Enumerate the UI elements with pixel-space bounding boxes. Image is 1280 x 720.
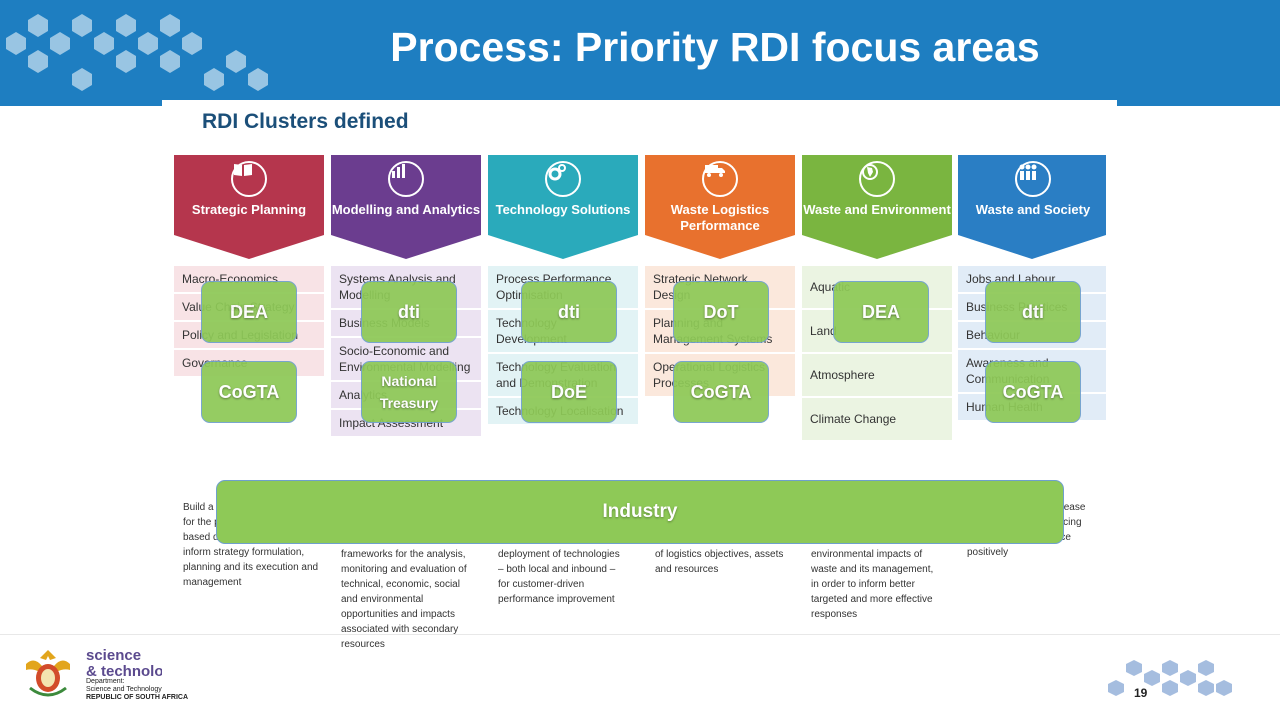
badge-doe: DoE	[521, 361, 617, 423]
cluster-description: deployment of technologies – both local …	[498, 549, 620, 605]
cluster-description: of logistics objectives, assets and reso…	[655, 549, 784, 575]
cluster-name: Modelling and Analytics	[331, 202, 481, 217]
industry-banner: Industry	[216, 480, 1064, 544]
coat-of-arms-logo	[26, 650, 70, 697]
cluster-name: Waste and Environment	[803, 202, 951, 217]
cluster-modelling-analytics: Modelling and Analytics	[331, 155, 481, 259]
list-item: Climate Change	[802, 398, 952, 442]
badge-dti: dti	[361, 281, 457, 343]
badge-dti: dti	[985, 281, 1081, 343]
people-icon	[1015, 161, 1051, 197]
cluster-name: Waste Logistics Performance	[670, 202, 770, 233]
cluster-waste-logistics: Waste Logistics Performance	[645, 155, 795, 259]
page-number: 19	[1134, 686, 1148, 700]
cluster-name: Waste and Society	[975, 202, 1091, 217]
chart-icon	[388, 161, 424, 197]
department-label: Department: Science and Technology REPUB…	[86, 678, 189, 701]
list-item: Atmosphere	[802, 354, 952, 398]
cluster-name: Strategic Planning	[191, 202, 307, 217]
badge-dti: dti	[521, 281, 617, 343]
department-logo-text: science & technolo	[86, 648, 162, 680]
gears-icon	[545, 161, 581, 197]
cluster-strategic-planning: Strategic Planning	[174, 155, 324, 259]
title-bar: Process: Priority RDI focus areas	[0, 0, 1280, 106]
panel-heading: RDI Clusters defined	[202, 110, 409, 133]
cluster-waste-environment: Waste and Environment	[802, 155, 952, 259]
cluster-technology-solutions: Technology Solutions	[488, 155, 638, 259]
cluster-waste-society: Waste and Society	[958, 155, 1108, 259]
badge-dea: DEA	[201, 281, 297, 343]
badge-national-treasury: National Treasury	[361, 361, 457, 423]
globe-icon	[859, 161, 895, 197]
hexagon-pattern	[6, 14, 268, 91]
badge-cogta: CoGTA	[673, 361, 769, 423]
cluster-name: Technology Solutions	[495, 202, 631, 217]
badge-cogta: CoGTA	[201, 361, 297, 423]
badge-cogta: CoGTA	[985, 361, 1081, 423]
slide-title: Process: Priority RDI focus areas	[390, 24, 1040, 70]
cluster-description: frameworks for the analysis, monitoring …	[341, 549, 467, 650]
truck-icon	[702, 161, 738, 197]
book-icon	[231, 161, 267, 197]
badge-dea: DEA	[833, 281, 929, 343]
cluster-description: environmental impacts of waste and its m…	[811, 549, 934, 620]
footer-hexagon-pattern	[1108, 660, 1232, 696]
footer-divider	[0, 634, 1280, 635]
badge-dot: DoT	[673, 281, 769, 343]
